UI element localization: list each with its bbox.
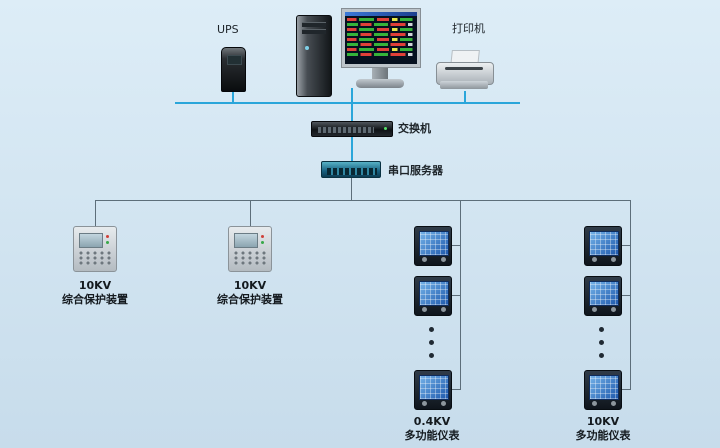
- monitor-screen: [345, 12, 417, 64]
- ups-drop-wire: [232, 91, 234, 102]
- protection2-kv: 10KV: [233, 279, 267, 292]
- more-meters-indicator: [599, 327, 605, 366]
- screen-row: [347, 53, 415, 56]
- meter-device: [414, 226, 452, 266]
- meter-screen: [419, 281, 449, 306]
- protection1-drop-wire: [95, 200, 96, 226]
- monitor: [341, 8, 421, 68]
- ups-display: [227, 55, 242, 65]
- screen-titlebar: [345, 12, 417, 16]
- drive-bay: [302, 22, 326, 27]
- meters2-stub-2: [622, 295, 630, 296]
- protection-led-green: [261, 241, 264, 244]
- meter-device: [414, 276, 452, 316]
- protection-screen: [79, 233, 103, 248]
- pc-drop-wire: [351, 88, 353, 102]
- drive-bay: [302, 29, 326, 34]
- meters1-name: 多功能仪表: [404, 429, 460, 442]
- screen-row: [347, 18, 415, 21]
- ups-label: UPS: [217, 23, 239, 36]
- switch-uplink-wire: [351, 104, 353, 121]
- switch-device: [311, 121, 393, 137]
- printer-device: [436, 50, 494, 92]
- meters1-stub-1: [452, 245, 460, 246]
- protection-led-green: [106, 241, 109, 244]
- meters1-stub-3: [452, 389, 460, 390]
- meter-buttons: [592, 307, 616, 312]
- meter-device: [584, 370, 622, 410]
- meter-screen: [419, 375, 449, 400]
- meter-buttons: [422, 401, 446, 406]
- printer-tray: [440, 81, 488, 89]
- more-meters-indicator: [429, 327, 435, 366]
- serial-server-ports: [327, 168, 377, 175]
- meter-buttons: [592, 401, 616, 406]
- meters2-name: 多功能仪表: [575, 429, 631, 442]
- protection1-label: 10KV 综合保护装置: [40, 279, 150, 307]
- power-led: [305, 46, 309, 50]
- screen-row: [347, 23, 415, 26]
- switch-label: 交换机: [398, 122, 431, 135]
- meter-device: [414, 370, 452, 410]
- branch-bus-line: [95, 200, 631, 201]
- switch-server-wire: [351, 137, 353, 161]
- protection2-label: 10KV 综合保护装置: [195, 279, 305, 307]
- meters2-stub-3: [622, 389, 630, 390]
- meters1-stub-2: [452, 295, 460, 296]
- meter-screen: [589, 375, 619, 400]
- protection-device: [73, 226, 117, 272]
- switch-led: [384, 127, 387, 130]
- screen-row: [347, 33, 415, 36]
- serial-server-label: 串口服务器: [388, 164, 443, 177]
- meters1-kv: 0.4KV: [413, 415, 451, 428]
- meters2-drop-wire: [630, 200, 631, 390]
- protection-screen: [234, 233, 258, 248]
- protection-led-red: [106, 235, 109, 238]
- printer-label: 打印机: [452, 22, 485, 35]
- meters2-kv: 10KV: [586, 415, 620, 428]
- meter-buttons: [422, 257, 446, 262]
- meter-device: [584, 276, 622, 316]
- switch-ports: [318, 127, 374, 133]
- screen-row: [347, 28, 415, 31]
- meter-buttons: [422, 307, 446, 312]
- meters1-label: 0.4KV 多功能仪表: [377, 415, 487, 443]
- server-bus-wire: [351, 178, 352, 200]
- monitor-base: [356, 79, 404, 88]
- meter-device: [584, 226, 622, 266]
- serial-server-device: [321, 161, 381, 178]
- lan-line: [175, 102, 520, 104]
- protection-keypad: [234, 251, 267, 266]
- printer-drop-wire: [464, 91, 466, 102]
- screen-row: [347, 43, 415, 46]
- protection2-drop-wire: [250, 200, 251, 226]
- printer-output-slot: [445, 67, 483, 70]
- meter-buttons: [592, 257, 616, 262]
- protection2-name: 综合保护装置: [217, 293, 283, 306]
- meters1-drop-wire: [460, 200, 461, 390]
- meter-screen: [589, 231, 619, 256]
- protection1-name: 综合保护装置: [62, 293, 128, 306]
- screen-row: [347, 38, 415, 41]
- protection1-kv: 10KV: [78, 279, 112, 292]
- protection-led-red: [261, 235, 264, 238]
- protection-keypad: [79, 251, 112, 266]
- monitor-stand: [372, 68, 388, 80]
- ups-device: [221, 47, 246, 92]
- meter-screen: [589, 281, 619, 306]
- protection-device: [228, 226, 272, 272]
- meter-screen: [419, 231, 449, 256]
- meters2-label: 10KV 多功能仪表: [548, 415, 658, 443]
- pc-tower: [296, 15, 332, 97]
- screen-row: [347, 48, 415, 51]
- meters2-stub-1: [622, 245, 630, 246]
